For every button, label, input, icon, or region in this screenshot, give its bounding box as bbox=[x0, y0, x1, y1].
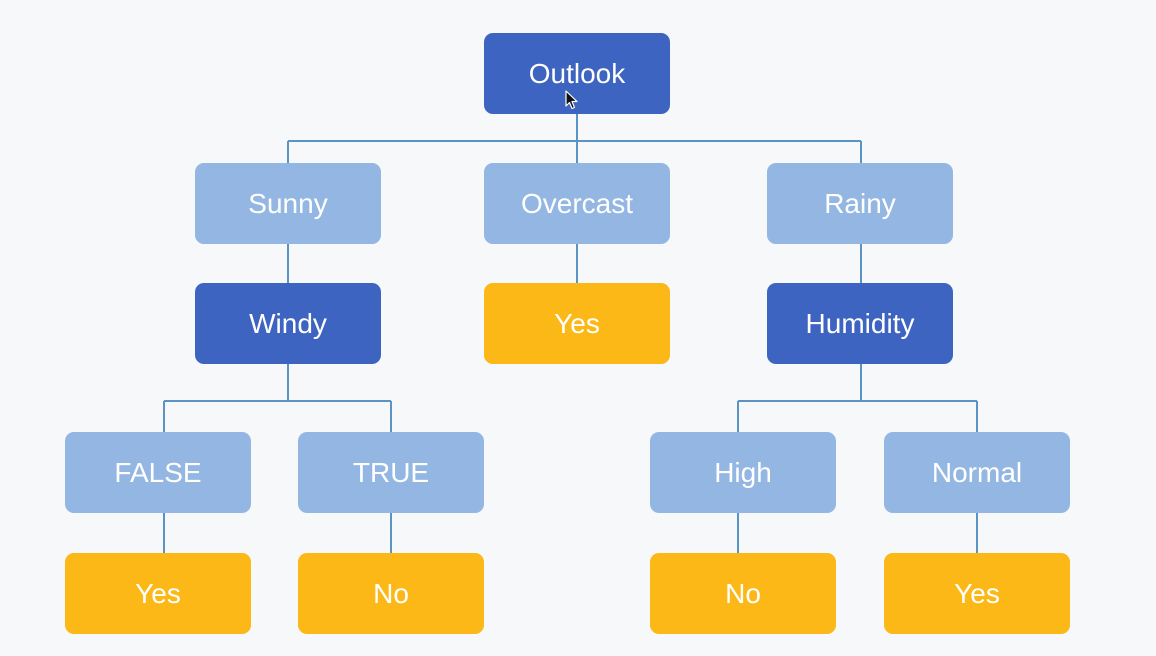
node-normal-label: Normal bbox=[931, 456, 1023, 488]
node-high-no-label: No bbox=[725, 577, 761, 609]
node-false: FALSE bbox=[65, 432, 251, 513]
node-false-yes-label: Yes bbox=[135, 577, 181, 609]
node-true: TRUE bbox=[298, 432, 484, 513]
node-true-label: TRUE bbox=[352, 456, 430, 488]
node-overcast: Overcast bbox=[484, 163, 670, 244]
node-high: High bbox=[650, 432, 836, 513]
node-rainy-label: Rainy bbox=[824, 187, 896, 219]
node-normal-yes-label: Yes bbox=[954, 577, 1000, 609]
node-true-no: No bbox=[298, 553, 484, 634]
node-sunny-label: Sunny bbox=[248, 187, 328, 219]
node-humidity: Humidity bbox=[767, 283, 953, 364]
node-false-label: FALSE bbox=[114, 456, 202, 488]
node-overcast-yes-label: Yes bbox=[554, 307, 600, 339]
node-humidity-label: Humidity bbox=[805, 307, 915, 339]
node-false-yes: Yes bbox=[65, 553, 251, 634]
node-normal: Normal bbox=[884, 432, 1070, 513]
node-overcast-label: Overcast bbox=[520, 187, 634, 219]
node-windy-label: Windy bbox=[249, 307, 327, 339]
node-windy: Windy bbox=[195, 283, 381, 364]
node-high-no: No bbox=[650, 553, 836, 634]
node-overcast-yes: Yes bbox=[484, 283, 670, 364]
node-normal-yes: Yes bbox=[884, 553, 1070, 634]
node-sunny: Sunny bbox=[195, 163, 381, 244]
node-outlook-label: Outlook bbox=[528, 57, 626, 89]
arrow-cursor-icon bbox=[565, 90, 578, 110]
node-rainy: Rainy bbox=[767, 163, 953, 244]
node-true-no-label: No bbox=[373, 577, 409, 609]
node-outlook: Outlook bbox=[484, 33, 670, 114]
node-high-label: High bbox=[714, 456, 772, 488]
